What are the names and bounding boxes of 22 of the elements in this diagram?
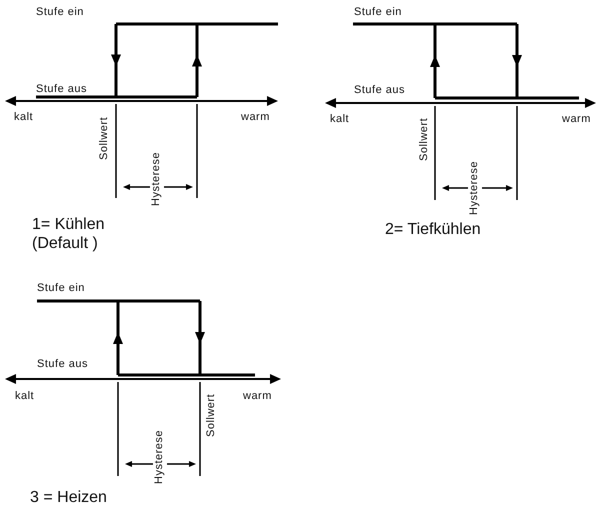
setpoint-label: Sollwert [98, 116, 111, 160]
axis-label: warm [241, 111, 270, 124]
curve-level-label: Stufe aus [354, 84, 405, 97]
dimension-label: Hysterese [153, 430, 166, 484]
axis-label: kalt [15, 390, 34, 403]
curve-level-label: Stufe ein [36, 6, 84, 19]
axis-label: warm [243, 390, 272, 403]
axis-label: kalt [330, 113, 350, 126]
dimension-label: Hysterese [468, 160, 481, 215]
axis-label: warm [562, 113, 591, 126]
mode-caption: (Default ) [32, 235, 98, 253]
mode-caption: 2= Tiefkühlen [385, 221, 481, 239]
curve-level-label: Stufe ein [354, 6, 402, 19]
curve-level-label: Stufe aus [37, 358, 88, 371]
curve-level-label: Stufe ein [37, 282, 85, 295]
curve-level-label: Stufe aus [36, 83, 87, 96]
mode-caption: 1= Kühlen [32, 216, 105, 234]
mode-caption: 3 = Heizen [30, 489, 107, 507]
axis-label: kalt [14, 111, 34, 124]
setpoint-label: Sollwert [205, 394, 218, 437]
dimension-label: Hysterese [150, 152, 163, 206]
setpoint-label: Sollwert [418, 118, 431, 161]
